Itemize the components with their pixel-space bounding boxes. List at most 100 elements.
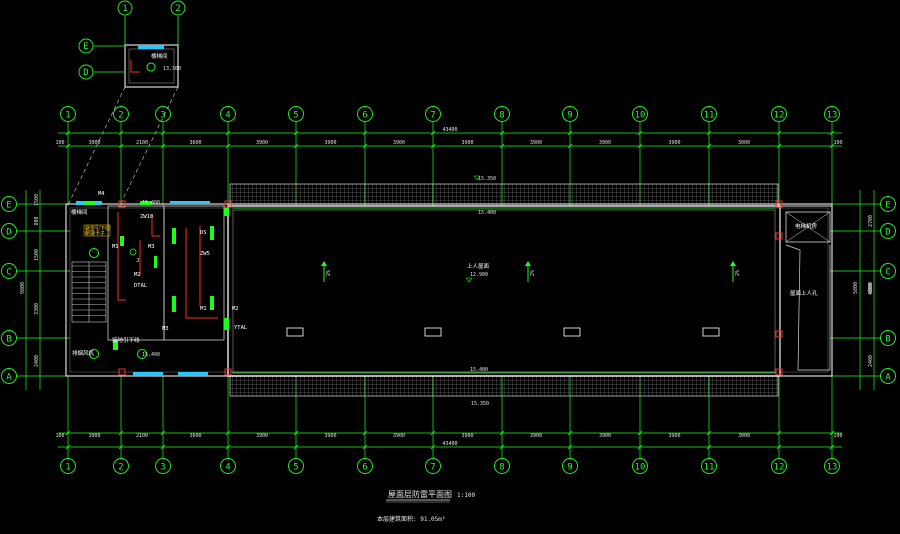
overall-dimension-bottom: 43400 <box>442 441 457 447</box>
elev-parapet-top: 15.350 <box>478 176 496 182</box>
left-segment-dim: 800 <box>34 216 40 225</box>
slope-label: 2% <box>735 270 741 276</box>
axis-label-bottom: 5 <box>293 463 298 473</box>
inset-room-label: 楼梯间 <box>151 52 168 60</box>
equip-label-m1b: M1 <box>200 306 207 312</box>
axis-label-top: 13 <box>827 111 838 121</box>
inset-col-label: 1 <box>122 4 127 14</box>
axis-label-bottom: 13 <box>827 463 838 473</box>
right-segment-dim: 2400 <box>868 355 874 367</box>
span-dimension-bottom: 3900 <box>461 433 473 439</box>
column-marker <box>775 330 783 338</box>
inset-axis-bubble <box>117 0 133 16</box>
equip-label-zw10: ZW10 <box>140 214 153 220</box>
axis-label-bottom: 6 <box>362 463 367 473</box>
axis-label-bottom: 4 <box>225 463 230 473</box>
axis-label-right: E <box>885 201 890 211</box>
edge-dimension: 100 <box>55 140 64 146</box>
span-dimension-bottom: 3900 <box>256 433 268 439</box>
axis-label-left: E <box>6 201 11 211</box>
elev-roof-mid: 12.900 <box>470 272 488 278</box>
axis-bubble-right <box>880 330 896 346</box>
yellow-note: 避雷引下线 <box>85 225 110 232</box>
span-dimension-top: 3600 <box>189 140 201 146</box>
axis-label-top: 6 <box>362 111 367 121</box>
axis-bubble-top <box>60 106 76 122</box>
axis-bubble-top <box>357 106 373 122</box>
overall-dimension-top: 43400 <box>442 127 457 133</box>
column-marker <box>775 368 783 376</box>
axis-label-bottom: 8 <box>499 463 504 473</box>
roof-label: 上人屋面 <box>467 262 490 270</box>
axis-bubble-top <box>113 106 129 122</box>
axis-label-bottom: 1 <box>65 463 70 473</box>
equip-label-m4: M4 <box>98 191 105 197</box>
axis-label-left: A <box>6 373 12 383</box>
column-markers <box>118 200 783 376</box>
elev-stair-top: 15.400 <box>142 200 160 206</box>
inset-detail: 1 2 E D 楼梯间 13.300 <box>67 0 186 206</box>
span-dimension-top: 3900 <box>530 140 542 146</box>
axis-label-top: 10 <box>635 111 646 121</box>
axis-label-bottom: 3 <box>160 463 165 473</box>
elev-stair-bottom: 15.400 <box>142 352 160 358</box>
axis-bubble-bottom <box>155 458 171 474</box>
parapet-hatch-bottom <box>229 375 779 397</box>
axis-label-right: B <box>885 335 890 345</box>
slope-label: 2% <box>326 270 332 276</box>
drawing-title: 屋面层防雷平面图 <box>388 489 452 499</box>
span-dimension-bottom: 3000 <box>88 433 100 439</box>
inset-elevation: 13.300 <box>163 66 181 72</box>
right-room-label: 电梯机房 <box>795 222 818 230</box>
building-outline <box>65 203 833 377</box>
span-dimension-top: 3900 <box>256 140 268 146</box>
axis-bubble-top <box>632 106 648 122</box>
axis-label-top: 8 <box>499 111 504 121</box>
yellow-note: 断接卡子 <box>85 230 105 237</box>
axis-bubble-bottom <box>701 458 717 474</box>
edge-dimension: 100 <box>55 433 64 439</box>
inset-row-label: E <box>83 42 88 52</box>
right-segment-dimensions: 2700 4800 2400 <box>868 215 874 367</box>
axis-bubble-bottom <box>288 458 304 474</box>
span-dimension-top: 3900 <box>599 140 611 146</box>
span-dimension-top: 3900 <box>668 140 680 146</box>
axis-bubble-top <box>220 106 236 122</box>
axis-bubble-left <box>1 368 17 384</box>
column-marker <box>118 200 126 208</box>
axis-bubble-left <box>1 223 17 239</box>
axis-label-top: 4 <box>225 111 230 121</box>
axis-label-left: D <box>6 228 11 238</box>
span-dimension-bottom: 3900 <box>324 433 336 439</box>
edge-dimension: 100 <box>833 140 842 146</box>
right-segment-dim: 4800 <box>868 283 874 295</box>
axis-label-top: 9 <box>567 111 572 121</box>
axis-label-bottom: 9 <box>567 463 572 473</box>
elev-roof-top: 15.400 <box>478 210 496 216</box>
axis-label-left: B <box>6 335 11 345</box>
axis-label-top: 3 <box>160 111 165 121</box>
equip-label-zw5: ZW5 <box>200 251 210 257</box>
axis-bubble-bottom <box>357 458 373 474</box>
axis-label-right: D <box>885 228 890 238</box>
column-marker <box>224 200 232 208</box>
inset-axis-bubble <box>170 0 186 16</box>
axis-bubble-top <box>494 106 510 122</box>
span-dimension-top: 3900 <box>324 140 336 146</box>
equip-label-m1: M1 <box>112 244 119 250</box>
axis-label-bottom: 2 <box>118 463 123 473</box>
stair-zone: 避雷引下线 断接卡子 楼梯间 M4 ZW10 ZW5 M3 M1 M2 DTAL… <box>71 191 248 376</box>
span-dimension-top: 2100 <box>136 140 148 146</box>
roof-vents <box>286 327 720 337</box>
right-segment-dim: 2700 <box>868 215 874 227</box>
elev-parapet-bottom: 15.350 <box>471 401 489 407</box>
equip-label-j: J <box>136 258 139 264</box>
axis-label-bottom: 10 <box>635 463 646 473</box>
axis-bubble-right <box>880 263 896 279</box>
axis-label-top: 12 <box>774 111 785 121</box>
left-segment-dim: 2400 <box>34 355 40 367</box>
axis-label-bottom: 11 <box>704 463 715 473</box>
equip-label-m2b: M2 <box>232 306 239 312</box>
axis-bubble-bottom <box>632 458 648 474</box>
